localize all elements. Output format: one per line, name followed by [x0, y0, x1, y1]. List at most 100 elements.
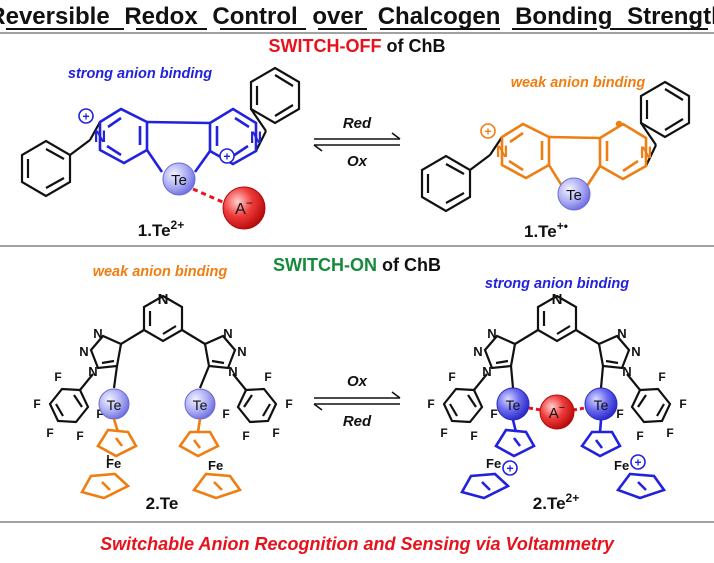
top-heading: SWITCH-OFF of ChB [269, 36, 446, 56]
title-word: Strength [627, 3, 714, 30]
footer-caption: Switchable Anion Recognition and Sensing… [100, 534, 615, 554]
triazole-n: N [482, 364, 491, 379]
bottom-heading-rest: of ChB [382, 255, 441, 275]
ferrocene-left [80, 418, 138, 500]
positive-charge-icon [480, 123, 496, 139]
bottom-left-binding-label: weak anion binding [93, 264, 228, 280]
nitrogen-right: N [250, 128, 262, 147]
fluorine: F [448, 370, 455, 384]
title-word: Chalcogen [378, 3, 501, 30]
triazole-n: N [631, 344, 640, 359]
pyridine-nitrogen: N [158, 291, 169, 308]
tellurium-label: Te [506, 397, 521, 413]
bottom-right-binding-label: strong anion binding [485, 276, 629, 292]
title-word: Bonding [515, 3, 612, 30]
fluorine: F [679, 397, 686, 411]
switch-off-label: SWITCH-OFF [269, 36, 382, 56]
fluorine: F [666, 426, 673, 440]
fluorine: F [264, 370, 271, 384]
triazole-n: N [617, 326, 626, 341]
fluorine: F [242, 429, 249, 443]
tellurium-label: Te [193, 397, 208, 413]
tellurium-sphere [162, 162, 196, 196]
title-word: Redox [124, 3, 198, 30]
benzyl-ring-right [249, 66, 301, 152]
bottom-heading: SWITCH-ON of ChB [273, 255, 441, 275]
switch-on-label: SWITCH-ON [273, 255, 377, 275]
compound-label-2te: 2.Te [146, 494, 179, 513]
fluorine: F [636, 429, 643, 443]
molecule-1te-radical: N N + Te [420, 80, 691, 213]
anion-label: A− [235, 196, 253, 218]
fluorine: F [96, 407, 103, 421]
molecule-2te: N N N N N N N F F F F F [33, 291, 293, 500]
tellurium-label: Te [594, 397, 609, 413]
bottom-arrow-label-ox: Ox [347, 373, 368, 390]
compound-label-1te-radical: 1.Te+• [524, 219, 568, 241]
positive-charge-icon [630, 454, 646, 470]
compound-label-2te2plus: 2.Te2+ [533, 491, 579, 513]
triazole-n: N [473, 344, 482, 359]
top-equilibrium-arrows: Red Ox [313, 115, 401, 170]
positive-charge-icon [502, 460, 518, 476]
top-heading-rest: of ChB [387, 36, 446, 56]
fluorine: F [222, 407, 229, 421]
ferrocenium-right [580, 419, 667, 500]
tellurium-label: Te [566, 187, 582, 204]
fluorine: F [658, 370, 665, 384]
positive-charge-sign: + [506, 462, 513, 476]
benzyl-ring-left [20, 121, 101, 198]
compound-label-1te2plus: 1.Te2+ [138, 218, 184, 240]
top-left-binding-label: strong anion binding [68, 66, 212, 82]
top-right-binding-label: weak anion binding [511, 75, 646, 91]
top-arrow-label-red: Red [343, 115, 372, 132]
chalcogen-bond [192, 187, 226, 205]
pyridine-nitrogen: N [552, 291, 563, 308]
iron-label: Fe [208, 458, 223, 473]
title-word: Reversible [0, 3, 110, 30]
fluorine: F [76, 429, 83, 443]
positive-charge-sign: + [634, 456, 641, 470]
fluorine: F [616, 407, 623, 421]
title-word: Control [212, 3, 297, 30]
molecule-2te2plus: N N N N N N N F F F F F [427, 291, 687, 500]
fluorine: F [470, 429, 477, 443]
ferrocenium-left [460, 419, 536, 500]
radical-dot-icon [615, 120, 623, 128]
ferrocene-right [178, 418, 243, 500]
title-word: over [312, 3, 363, 30]
triazole-n: N [79, 344, 88, 359]
bottom-equilibrium-arrows: Ox Red [313, 373, 401, 430]
positive-charge-sign: + [223, 150, 230, 164]
bottom-arrow-label-red: Red [343, 413, 372, 430]
fluorine: F [427, 397, 434, 411]
positive-charge-icon [219, 148, 235, 164]
nitrogen-left: N [94, 127, 106, 146]
iron-label: Fe [486, 456, 501, 471]
iron-label: Fe [106, 456, 121, 471]
fluorine: F [54, 370, 61, 384]
figure-title: Reversible Redox Control over Chalcogen … [0, 3, 714, 30]
nitrogen-left: N [496, 142, 508, 161]
triazole-n: N [237, 344, 246, 359]
triazole-n: N [622, 364, 631, 379]
positive-charge-icon [78, 108, 94, 124]
anion-sphere [222, 186, 266, 230]
triazole-n: N [487, 326, 496, 341]
top-arrow-label-ox: Ox [347, 153, 368, 170]
benzyl-ring-right [639, 80, 691, 167]
molecule-1te2plus: N N + + Te A− [20, 66, 301, 230]
triazole-n: N [88, 364, 97, 379]
positive-charge-sign: + [82, 110, 89, 124]
chalcogen-bond [528, 406, 542, 412]
anion-label: A− [549, 402, 565, 422]
fluorine: F [272, 426, 279, 440]
anion-sphere [539, 394, 575, 430]
fluorine: F [285, 397, 292, 411]
fluorine: F [490, 407, 497, 421]
positive-charge-sign: + [484, 125, 491, 139]
triazole-n: N [223, 326, 232, 341]
benzyl-ring-left [420, 136, 503, 213]
